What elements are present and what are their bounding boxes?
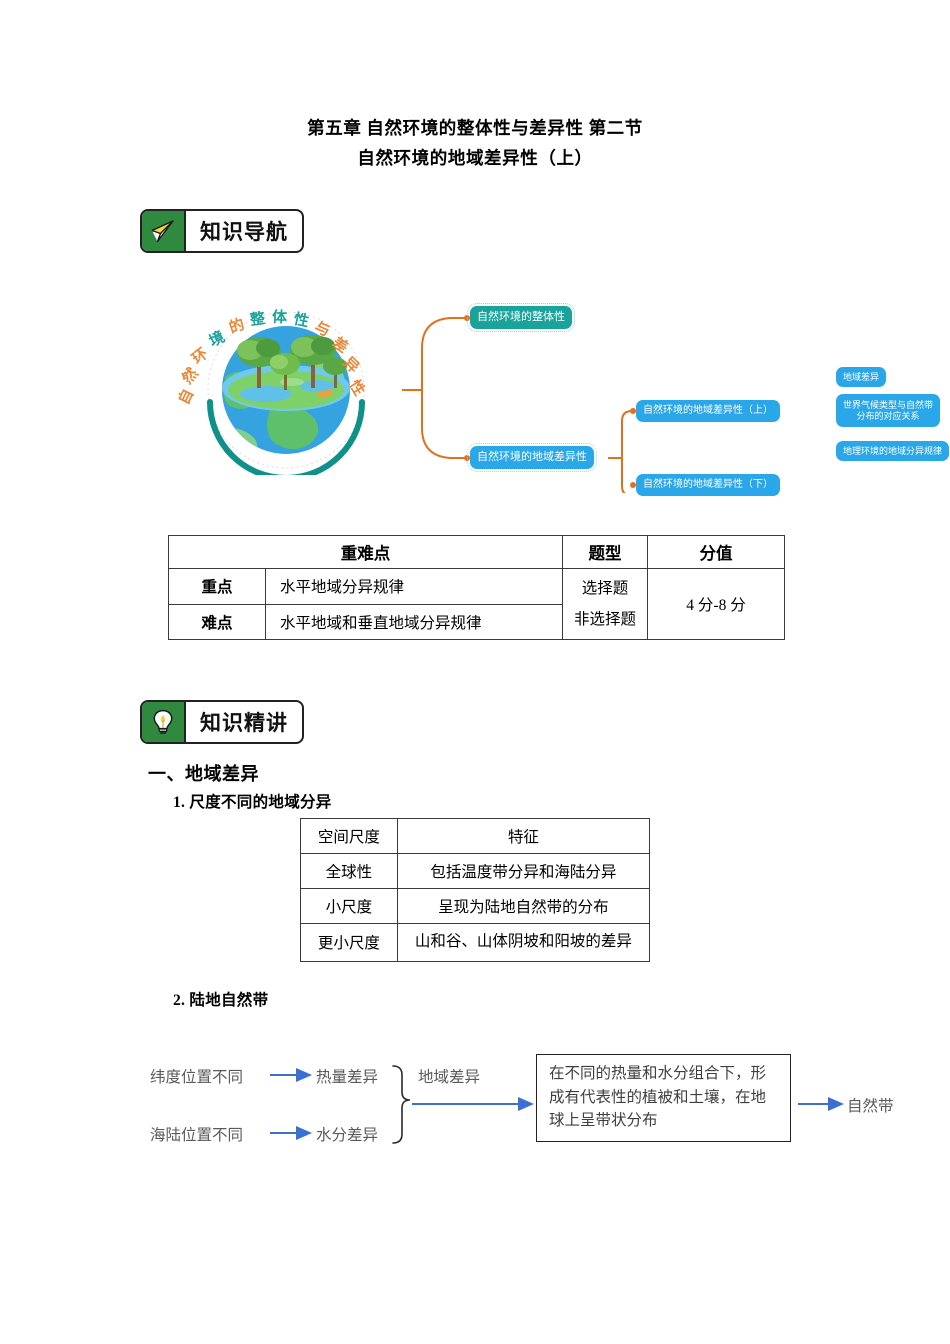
mindmap-node-regional-lower-label: 自然环境的地域差异性（下） <box>643 479 773 491</box>
badge-lecture-label: 知识精讲 <box>200 711 288 735</box>
page-title: 第五章 自然环境的整体性与差异性 第二节 自然环境的地域差异性（上） <box>0 113 950 173</box>
heading-scale-differentiation: 1. 尺度不同的地域分异 <box>173 794 332 811</box>
cell-scale-smaller: 更小尺度 <box>300 923 398 962</box>
flow-label-latitude: 纬度位置不同 <box>150 1069 244 1086</box>
table-row: 难点 水平地域和垂直地域分异规律 <box>168 603 785 640</box>
cell-feature-smaller: 山和谷、山体阴坡和阳坡的差异 <box>396 923 651 962</box>
cell-difficulty-desc: 水平地域和垂直地域分异规律 <box>265 603 563 640</box>
globe-with-trees-illustration <box>207 311 365 475</box>
th-question-type: 题型 <box>562 535 648 569</box>
mindmap-node-climate-zone-mapping-label: 世界气候类型与自然带分布的对应关系 <box>843 400 934 421</box>
mindmap-node-regional-upper-label: 自然环境的地域差异性（上） <box>643 405 773 417</box>
flow-label-natural-zone: 自然带 <box>847 1098 894 1115</box>
mindmap-node-regional-diff[interactable]: 地域差异 <box>836 367 887 387</box>
table-keypoints: 重难点 题型 分值 重点 水平地域分异规律 选择题 非选择题 4 分-8 分 难… <box>168 535 785 640</box>
badge-navigation-label: 知识导航 <box>200 220 288 244</box>
flow-label-heat: 热量差异 <box>316 1069 379 1086</box>
th-feature: 特征 <box>396 818 651 854</box>
mindmap-node-integrity-label: 自然环境的整体性 <box>477 311 565 324</box>
flow-label-landsea: 海陆位置不同 <box>150 1127 244 1144</box>
cell-difficulty-label: 难点 <box>168 603 266 640</box>
cell-feature-small: 呈现为陆地自然带的分布 <box>396 888 651 924</box>
mindmap-node-differentiation-law-label: 地理环境的地域分异规律 <box>843 445 943 456</box>
mindmap-node-climate-zone-mapping[interactable]: 世界气候类型与自然带分布的对应关系 <box>836 394 940 427</box>
table-row: 全球性 包括温度带分异和海陆分异 <box>300 853 651 889</box>
cell-scale-small: 小尺度 <box>300 888 398 924</box>
badge-knowledge-navigation: 知识导航 <box>140 209 304 253</box>
title-line-1: 第五章 自然环境的整体性与差异性 第二节 <box>307 118 643 138</box>
cell-question-types: 选择题 非选择题 <box>562 568 648 640</box>
th-score: 分值 <box>647 535 785 569</box>
table-row-header: 重难点 题型 分值 <box>168 535 785 569</box>
cell-score: 4 分-8 分 <box>647 568 785 640</box>
mindmap-node-differentiation-law[interactable]: 地理环境的地域分异规律 <box>836 441 950 461</box>
table-spatial-scale: 空间尺度 特征 全球性 包括温度带分异和海陆分异 小尺度 呈现为陆地自然带的分布… <box>300 818 651 962</box>
flow-arrows <box>270 1065 844 1144</box>
mindmap-node-regional-lower[interactable]: 自然环境的地域差异性（下） <box>636 474 780 496</box>
mindmap-node-regional-difference[interactable]: 自然环境的地域差异性 <box>467 443 597 472</box>
mindmap-node-regional-difference-label: 自然环境的地域差异性 <box>477 451 587 464</box>
th-spatial-scale: 空间尺度 <box>300 818 398 854</box>
paper-plane-icon <box>142 211 186 251</box>
lightbulb-icon <box>142 702 186 742</box>
table-row: 更小尺度 山和谷、山体阴坡和阳坡的差异 <box>300 923 651 962</box>
flow-result-box: 在不同的热量和水分组合下，形成有代表性的植被和土壤，在地球上呈带状分布 <box>536 1054 791 1142</box>
heading-land-natural-zone: 2. 陆地自然带 <box>173 992 269 1009</box>
heading-regional-difference: 一、地域差异 <box>148 764 259 784</box>
mindmap: 自 然 环 境 的 整 体 性 与 差 异 性 自然环境的整体性 自然环境的地域… <box>160 278 950 496</box>
table-row: 小尺度 呈现为陆地自然带的分布 <box>300 888 651 924</box>
title-line-2: 自然环境的地域差异性（上） <box>357 148 593 168</box>
th-key-difficulty: 重难点 <box>168 535 563 569</box>
flow-label-moisture: 水分差异 <box>316 1127 379 1144</box>
flow-diagram: 纬度位置不同 热量差异 海陆位置不同 水分差异 地域差异 在不同的热量和水分组合… <box>150 1040 950 1180</box>
table-row-header: 空间尺度 特征 <box>300 818 651 854</box>
mindmap-node-regional-diff-label: 地域差异 <box>843 371 880 382</box>
cell-keypoint-desc: 水平地域分异规律 <box>265 568 563 605</box>
flow-label-brace: 地域差异 <box>418 1069 481 1086</box>
mindmap-node-integrity[interactable]: 自然环境的整体性 <box>467 303 575 332</box>
question-type-line-1: 选择题 <box>581 580 629 597</box>
mindmap-node-regional-upper[interactable]: 自然环境的地域差异性（上） <box>636 400 780 422</box>
cell-keypoint-label: 重点 <box>168 568 266 605</box>
badge-knowledge-lecture: 知识精讲 <box>140 700 304 744</box>
table-row: 重点 水平地域分异规律 选择题 非选择题 4 分-8 分 <box>168 568 785 640</box>
cell-scale-global: 全球性 <box>300 853 398 889</box>
cell-feature-global: 包括温度带分异和海陆分异 <box>396 853 651 889</box>
question-type-line-2: 非选择题 <box>573 611 636 628</box>
mindmap-connectors <box>402 315 636 493</box>
